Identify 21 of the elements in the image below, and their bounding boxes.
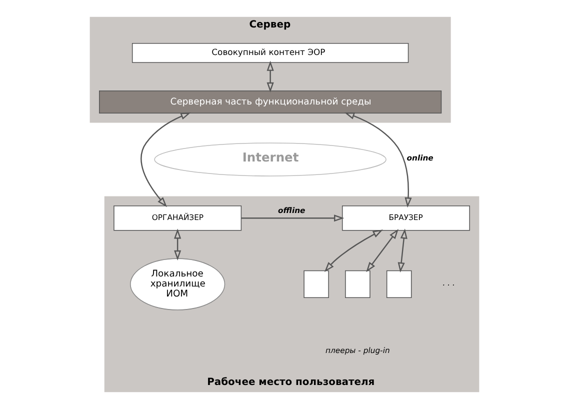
node-box: БРАУЗЕР (341, 205, 470, 231)
node-ellipse: Internet (154, 142, 386, 176)
label: . . . (442, 278, 454, 288)
arrow (174, 228, 181, 260)
arrow (324, 230, 382, 272)
arrow (344, 112, 412, 208)
arrow (397, 228, 407, 273)
node-ellipse: Локальное хранилище ИОМ (130, 258, 225, 310)
arrow (140, 112, 190, 208)
node-box (303, 270, 328, 298)
arrow (266, 60, 274, 93)
node-box: Серверная часть функциональной среды (98, 90, 442, 114)
node-box: Совокупный контент ЭОР (131, 42, 408, 63)
arrow (240, 214, 344, 222)
node-box (386, 270, 412, 298)
arrow (366, 228, 398, 272)
edge-label: online (406, 154, 433, 163)
label: плееры - plug-in (325, 346, 390, 355)
node-box: ОРГАНАЙЗЕР (113, 205, 242, 231)
edge-label: offline (277, 206, 305, 215)
node-box (344, 270, 370, 298)
